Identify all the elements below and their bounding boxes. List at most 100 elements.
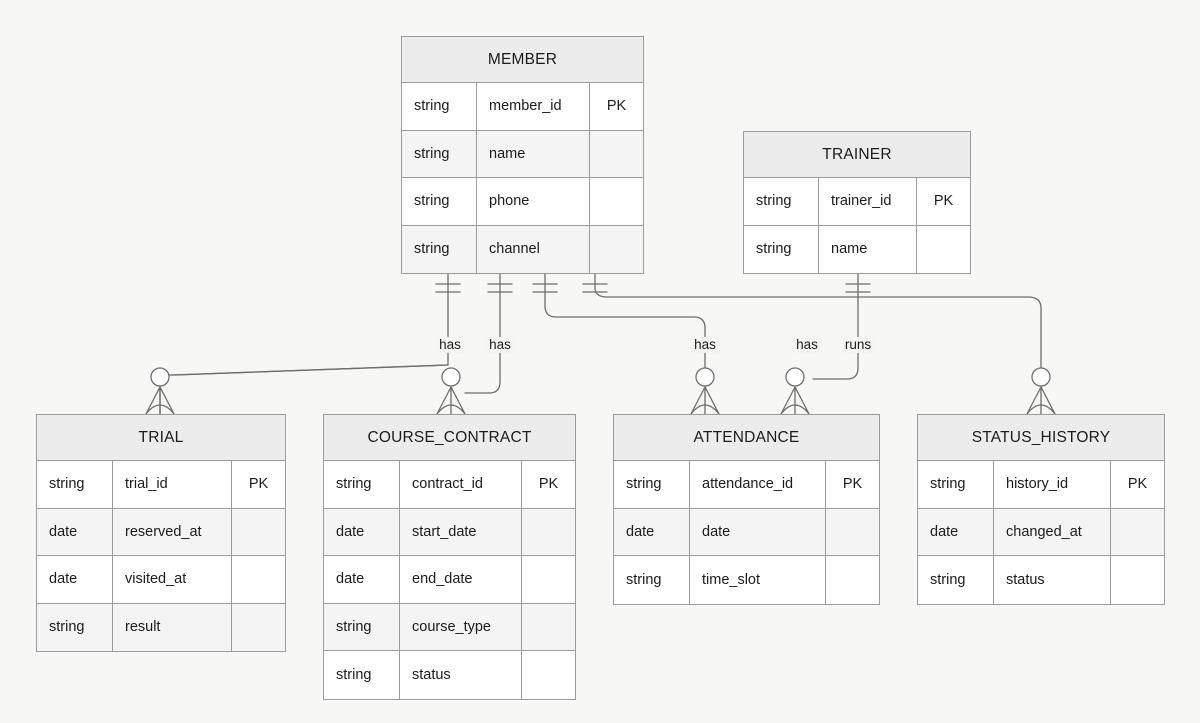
entity-title-trial: TRIAL <box>37 415 285 461</box>
attribute-row[interactable]: string contract_id PK <box>324 461 575 509</box>
attribute-name: time_slot <box>690 556 826 604</box>
attribute-key <box>232 556 285 603</box>
attribute-name: channel <box>477 225 590 273</box>
attribute-type: date <box>918 508 994 555</box>
attribute-type: string <box>918 556 994 604</box>
attribute-type: date <box>324 556 400 603</box>
attribute-name: phone <box>477 178 590 225</box>
attribute-row[interactable]: string course_type <box>324 603 575 651</box>
attribute-row[interactable]: string result <box>37 603 285 652</box>
attribute-key <box>590 131 643 178</box>
attribute-key: PK <box>842 476 863 493</box>
attribute-type: string <box>614 461 690 508</box>
entity-title-trainer: TRAINER <box>744 132 970 178</box>
attribute-type: string <box>37 603 113 651</box>
attribute-key: PK <box>933 193 954 210</box>
attribute-name: contract_id <box>400 461 522 508</box>
entity-title-course-contract: COURSE_CONTRACT <box>324 415 575 461</box>
relationship-label-member-trial: has <box>436 336 464 354</box>
relationship-label-trainer-attendance: runs <box>841 336 875 354</box>
attribute-row[interactable]: date start_date <box>324 508 575 556</box>
attribute-key <box>826 556 879 604</box>
attribute-name: course_type <box>400 603 522 650</box>
attribute-key <box>522 651 575 699</box>
attribute-key <box>232 604 285 652</box>
relationship-label-member-attendance: has <box>691 336 719 354</box>
attribute-name: name <box>819 225 917 273</box>
attribute-name: result <box>113 603 232 651</box>
attribute-row[interactable]: string status <box>918 556 1164 604</box>
attribute-row[interactable]: date visited_at <box>37 556 285 604</box>
attribute-type: date <box>614 508 690 555</box>
attribute-name: trial_id <box>113 461 232 508</box>
entity-course-contract[interactable]: COURSE_CONTRACT string contract_id PK da… <box>323 414 576 700</box>
entity-title-attendance: ATTENDANCE <box>614 415 879 461</box>
attribute-row[interactable]: string member_id PK <box>402 83 643 131</box>
entity-member[interactable]: MEMBER string member_id PK string name s… <box>401 36 644 274</box>
attribute-key <box>1111 509 1164 556</box>
attribute-type: string <box>402 130 477 177</box>
attribute-type: string <box>37 461 113 508</box>
attribute-type: string <box>324 603 400 650</box>
edge-member-trial <box>145 273 461 415</box>
attribute-name: status <box>994 556 1111 604</box>
attribute-row[interactable]: string trainer_id PK <box>744 178 970 226</box>
entity-attendance[interactable]: ATTENDANCE string attendance_id PK date … <box>613 414 880 605</box>
attribute-key <box>590 178 643 225</box>
attribute-row[interactable]: string phone <box>402 178 643 226</box>
attribute-name: changed_at <box>994 508 1111 555</box>
entity-trainer[interactable]: TRAINER string trainer_id PK string name <box>743 131 971 274</box>
relationship-label-member-status-history: has <box>793 336 821 354</box>
attribute-type: string <box>918 461 994 508</box>
attribute-key <box>232 509 285 556</box>
attribute-key: PK <box>1127 476 1148 493</box>
attribute-type: string <box>402 225 477 273</box>
attribute-name: status <box>400 651 522 699</box>
relationship-label-member-course-contract: has <box>486 336 514 354</box>
entity-title-member: MEMBER <box>402 37 643 83</box>
attribute-key <box>522 556 575 603</box>
attribute-row[interactable]: date changed_at <box>918 508 1164 556</box>
attribute-row[interactable]: string time_slot <box>614 556 879 604</box>
attribute-type: string <box>744 178 819 225</box>
entity-status-history[interactable]: STATUS_HISTORY string history_id PK date… <box>917 414 1165 605</box>
attribute-type: string <box>402 178 477 225</box>
attribute-name: attendance_id <box>690 461 826 508</box>
attribute-type: date <box>324 508 400 555</box>
attribute-type: date <box>37 508 113 555</box>
attribute-name: reserved_at <box>113 508 232 555</box>
attribute-row[interactable]: string name <box>744 225 970 273</box>
attribute-row[interactable]: string channel <box>402 225 643 274</box>
attribute-key <box>522 604 575 651</box>
attribute-row[interactable]: string status <box>324 651 575 699</box>
attribute-name: start_date <box>400 508 522 555</box>
attribute-row[interactable]: date end_date <box>324 556 575 604</box>
attribute-key: PK <box>606 98 627 115</box>
attribute-name: history_id <box>994 461 1111 508</box>
entity-trial[interactable]: TRIAL string trial_id PK date reserved_a… <box>36 414 286 652</box>
attribute-key <box>522 509 575 556</box>
attribute-row[interactable]: string name <box>402 130 643 178</box>
attribute-key: PK <box>248 476 269 493</box>
attribute-key <box>1111 556 1164 604</box>
attribute-row[interactable]: string history_id PK <box>918 461 1164 509</box>
attribute-key: PK <box>538 476 559 493</box>
attribute-type: string <box>614 556 690 604</box>
attribute-row[interactable]: date date <box>614 508 879 556</box>
attribute-name: member_id <box>477 83 590 130</box>
attribute-name: end_date <box>400 556 522 603</box>
attribute-row[interactable]: string trial_id PK <box>37 461 285 509</box>
attribute-type: string <box>744 225 819 273</box>
attribute-key <box>826 509 879 556</box>
attribute-name: name <box>477 130 590 177</box>
entity-title-status-history: STATUS_HISTORY <box>918 415 1164 461</box>
attribute-row[interactable]: date reserved_at <box>37 508 285 556</box>
attribute-type: date <box>37 556 113 603</box>
attribute-type: string <box>324 461 400 508</box>
attribute-name: visited_at <box>113 556 232 603</box>
attribute-row[interactable]: string attendance_id PK <box>614 461 879 509</box>
attribute-key <box>590 226 643 274</box>
attribute-name: trainer_id <box>819 178 917 225</box>
attribute-name: date <box>690 508 826 555</box>
